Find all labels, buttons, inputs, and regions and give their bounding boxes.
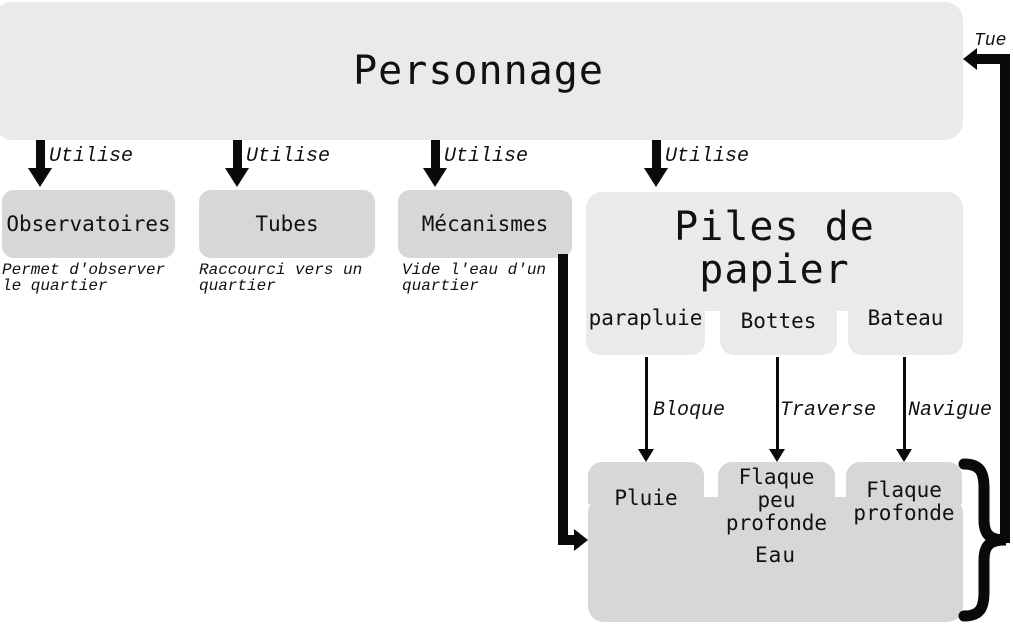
node-pluie-label: Pluie [614,486,678,510]
node-bottes-label: Bottes [740,309,817,333]
edge-traverse-label: Traverse [780,399,877,422]
arrow-down-icon [225,168,249,187]
node-tubes-label: Tubes [255,212,319,236]
edge-utilise-label: Utilise [246,145,331,168]
connector-line [558,254,568,545]
node-flaque-peu-profonde-label: Flaque peu profonde [725,465,828,535]
node-parapluie: parapluie [586,297,705,355]
node-eau [588,497,963,622]
node-personnage: Personnage [0,2,963,140]
arrow-stem [652,140,661,170]
node-bateau: Bateau [848,297,963,355]
edge-navigue-label: Navigue [908,399,993,422]
node-tubes: Tubes [199,190,375,258]
node-piles-de-papier-label: Piles de papier [674,204,875,293]
caption-tubes: Raccourci vers un quartier [199,261,363,295]
node-eau-label: Eau [755,543,796,567]
node-mecanismes-label: Mécanismes [421,212,549,236]
arrow-stem [645,357,648,451]
node-bateau-label: Bateau [867,306,944,330]
arrow-stem [903,357,906,451]
arrow-down-icon [896,449,912,462]
edge-bloque-label: Bloque [653,399,726,422]
connector-line [1000,54,1010,543]
arrow-left-icon [963,48,977,70]
edge-utilise-label: Utilise [444,145,529,168]
arrow-down-icon [644,168,668,187]
arrow-down-icon [769,449,785,462]
arrow-stem [776,357,779,451]
node-parapluie-label: parapluie [588,306,703,330]
connector-line [558,535,576,545]
edge-utilise-label: Utilise [49,145,134,168]
node-piles-de-papier: Piles de papier [586,192,963,311]
arrow-down-icon [423,168,447,187]
edge-utilise-label: Utilise [665,145,750,168]
caption-mecanismes: Vide l'eau d'un quartier [402,261,547,295]
node-observatoires: Observatoires [2,190,175,258]
group-brace-icon [958,458,1007,622]
arrow-down-icon [638,449,654,462]
arrow-right-icon [574,529,588,551]
arrow-stem [233,140,242,170]
node-personnage-label: Personnage [353,47,604,94]
arrow-stem [431,140,440,170]
edge-tue-label: Tue [974,31,1007,51]
node-mecanismes: Mécanismes [398,190,572,258]
caption-observatoires: Permet d'observer le quartier [2,261,166,295]
node-observatoires-label: Observatoires [6,212,171,236]
node-flaque-profonde-label: Flaque profonde [853,478,955,525]
arrow-down-icon [28,168,52,187]
connector-line [975,54,1010,64]
node-bottes: Bottes [720,297,837,355]
arrow-stem [36,140,45,170]
